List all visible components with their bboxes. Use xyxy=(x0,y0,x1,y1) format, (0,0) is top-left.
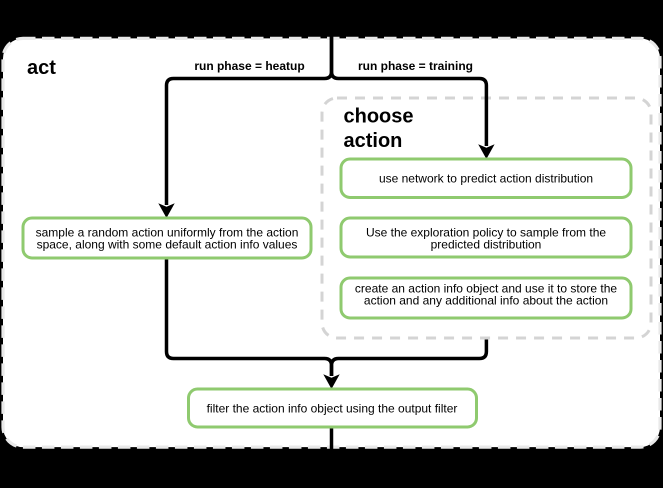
svg-text:space, along with some default: space, along with some default action in… xyxy=(37,238,298,252)
svg-text:filter the action info object: filter the action info object using the … xyxy=(207,402,458,416)
svg-text:action: action xyxy=(344,130,403,152)
svg-text:use network to predict action: use network to predict action distributi… xyxy=(379,172,593,186)
svg-text:predicted distribution: predicted distribution xyxy=(431,238,542,252)
svg-text:act: act xyxy=(27,57,56,79)
svg-text:run phase = training: run phase = training xyxy=(358,59,473,73)
svg-text:sample a random action uniform: sample a random action uniformly from th… xyxy=(36,225,299,239)
svg-text:action and any additional info: action and any additional info about the… xyxy=(364,294,608,308)
svg-text:choose: choose xyxy=(344,106,414,128)
svg-text:Use the exploration policy to: Use the exploration policy to sample fro… xyxy=(366,225,606,239)
svg-text:create an action info object a: create an action info object and use it … xyxy=(355,281,617,295)
svg-text:run phase = heatup: run phase = heatup xyxy=(194,59,304,73)
